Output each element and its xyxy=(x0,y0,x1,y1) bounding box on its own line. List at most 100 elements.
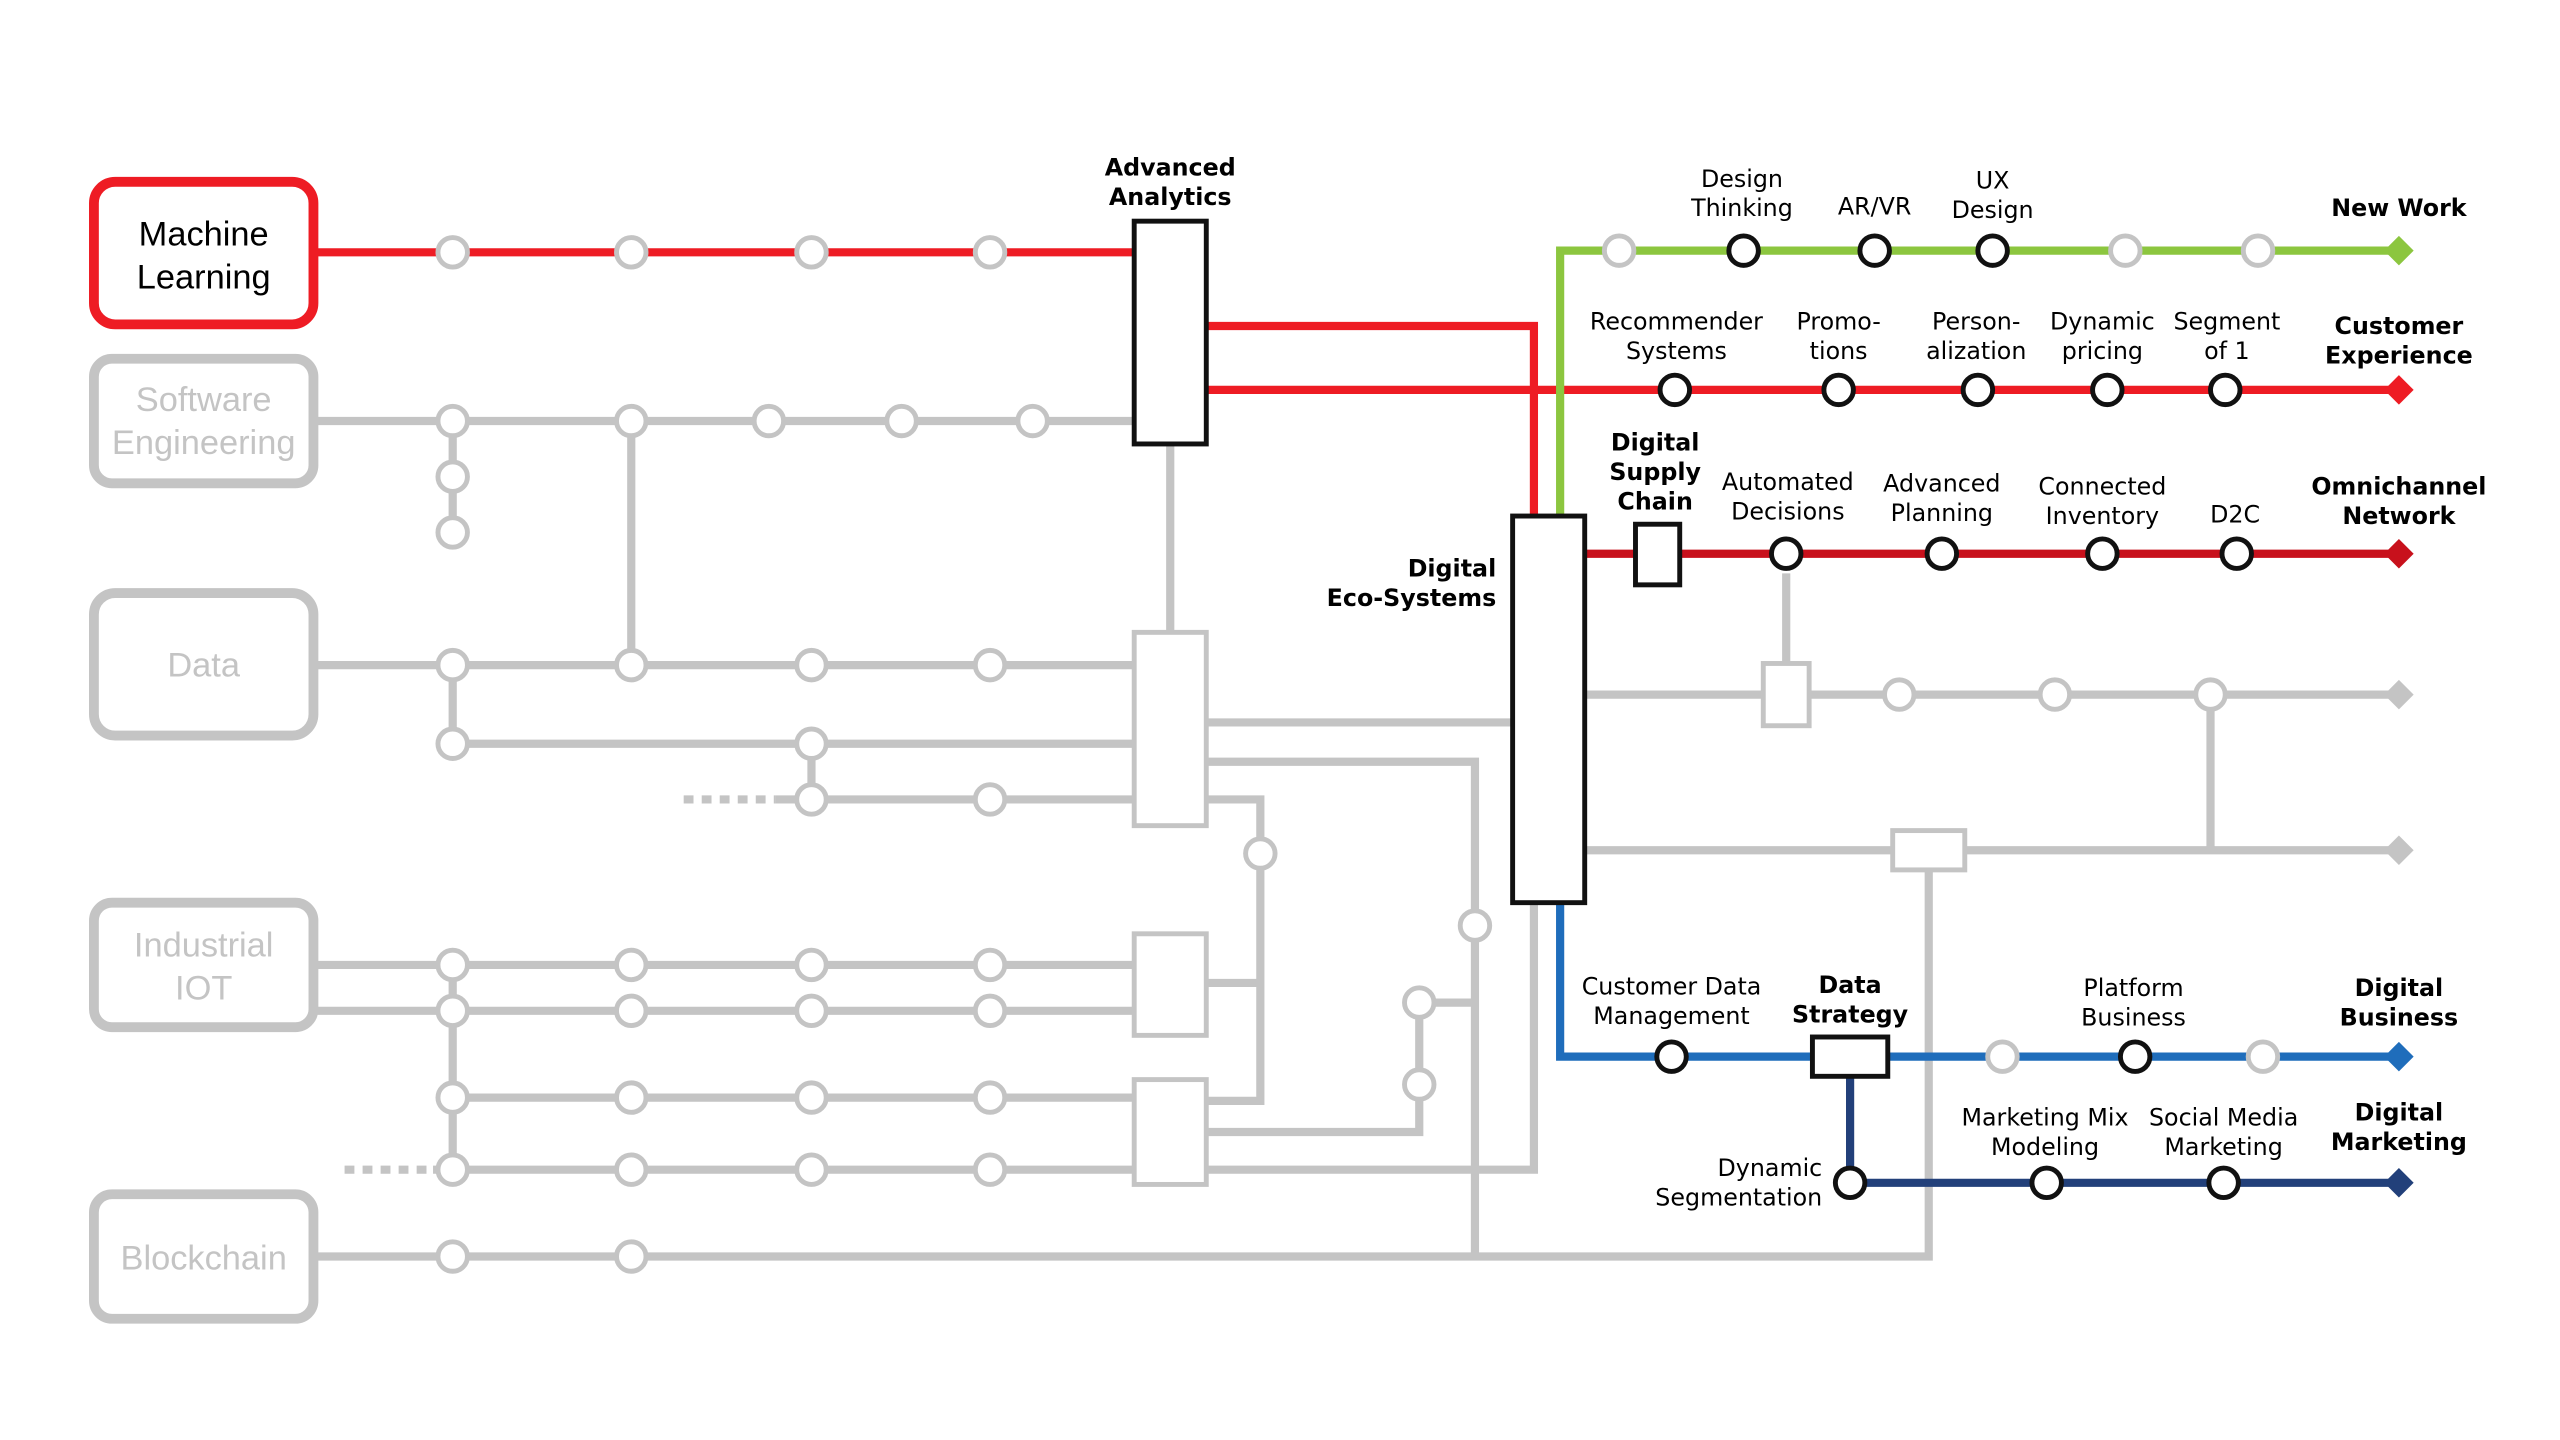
hub-label-advanced-analytics: Advanced xyxy=(1105,153,1236,181)
stop-circle xyxy=(884,403,919,439)
station-label: Connected xyxy=(2038,473,2166,501)
stop-circle xyxy=(1882,677,1917,712)
station-label: Promo- xyxy=(1796,307,1880,335)
source-label-line: Blockchain xyxy=(121,1240,287,1278)
stop-circle xyxy=(2206,1165,2241,1200)
source-box[interactable] xyxy=(89,176,319,330)
gray-track xyxy=(1206,795,1265,1105)
station-label: Inventory xyxy=(2046,502,2159,530)
line-end-gray xyxy=(2384,835,2414,865)
stop-circle xyxy=(2117,1039,2153,1074)
stop-circle xyxy=(435,1152,470,1187)
stop-circle xyxy=(435,403,470,439)
station-label: alization xyxy=(1926,337,2026,365)
station-label: D2C xyxy=(2210,501,2260,529)
gray-track xyxy=(316,868,1933,1261)
source-data[interactable]: Data xyxy=(89,588,319,741)
station-label: Automated xyxy=(1722,468,1854,496)
station-label: Segment xyxy=(2173,307,2280,335)
stop-circle xyxy=(1457,908,1493,943)
stop-circle xyxy=(2108,233,2143,268)
line-end-label-omnichannel-network: Network xyxy=(2342,502,2456,530)
active-tracks xyxy=(316,246,2399,1187)
stop-circle xyxy=(614,235,649,270)
station-label: Planning xyxy=(1891,499,1993,527)
hub-iot-lower xyxy=(1131,1077,1209,1187)
source-box[interactable] xyxy=(89,897,319,1033)
hub-gray-wide xyxy=(1890,828,1968,873)
stop-circle xyxy=(2245,1039,2281,1074)
stop-circle xyxy=(2090,372,2125,408)
stop-circle xyxy=(1857,233,1892,268)
stop-circle xyxy=(1726,233,1761,268)
hub-data xyxy=(1131,629,1209,829)
hub-label-digital-supply-chain: Supply xyxy=(1609,458,1701,486)
station-label: Decisions xyxy=(1731,497,1845,525)
stop-circle xyxy=(794,647,829,683)
source-box[interactable] xyxy=(89,353,319,489)
hub-label-advanced-analytics: Analytics xyxy=(1109,183,1232,211)
hub-label-digital-ecosystems: Digital xyxy=(1408,555,1497,583)
stop-circle xyxy=(1015,403,1050,439)
stop-circle xyxy=(972,1152,1008,1187)
line-end-label-digital-marketing: Marketing xyxy=(2331,1128,2467,1156)
stop-circle xyxy=(972,235,1008,270)
line-end-label-new-work: New Work xyxy=(2331,194,2468,222)
station-label: of 1 xyxy=(2204,337,2250,365)
stop-circle xyxy=(2193,677,2228,712)
stop-circle xyxy=(1402,1067,1437,1102)
hub-iot-upper xyxy=(1131,931,1209,1038)
source-blockchain[interactable]: Blockchain xyxy=(89,1189,319,1324)
station-label: Marketing xyxy=(2164,1133,2282,1161)
source-machine-learning[interactable]: Machine Learning xyxy=(89,176,319,330)
stop-circle xyxy=(2085,536,2120,571)
line-end-new-work xyxy=(2384,235,2414,266)
stop-circle xyxy=(2029,1165,2064,1200)
station-label: Business xyxy=(2081,1004,2186,1032)
stop-circle xyxy=(794,1152,829,1187)
stop-circle xyxy=(435,647,470,683)
stop-circle xyxy=(794,782,829,817)
stop-circle xyxy=(1960,372,1996,408)
hub-digital-ecosystems xyxy=(1510,513,1588,906)
stop-circle xyxy=(1654,1039,1689,1074)
stop-circle xyxy=(435,993,470,1028)
line-end-omnichannel-network xyxy=(2384,538,2414,569)
stop-circle xyxy=(614,1152,649,1187)
hub-label-digital-ecosystems: Eco-Systems xyxy=(1327,584,1497,612)
station-label: Recommender xyxy=(1590,307,1763,335)
source-industrial-iot[interactable]: Industrial IOT xyxy=(89,897,319,1033)
stop-circle xyxy=(2208,372,2243,408)
stop-circle xyxy=(614,993,649,1028)
stop-circle xyxy=(1975,233,2010,268)
stop-circle xyxy=(2037,677,2073,712)
stop-circle xyxy=(972,947,1008,983)
line-end-digital-business xyxy=(2384,1041,2414,1072)
stop-circle xyxy=(435,947,470,983)
stop-circle xyxy=(1924,536,1960,571)
station-label: Marketing Mix xyxy=(1962,1103,2129,1131)
stop-circle xyxy=(435,459,470,494)
source-label-line: IOT xyxy=(175,969,232,1007)
stop-circle xyxy=(972,647,1008,683)
stop-circle xyxy=(614,1080,649,1115)
stop-circle xyxy=(1832,1165,1868,1200)
source-label-line: Data xyxy=(167,647,241,685)
line-end-label-customer-experience: Experience xyxy=(2325,342,2473,370)
hub-advanced-analytics xyxy=(1131,218,1209,447)
hub-label-data-strategy: Data xyxy=(1819,971,1882,999)
source-box[interactable] xyxy=(89,1189,319,1324)
source-box[interactable] xyxy=(89,588,319,741)
gray-track xyxy=(1206,998,1475,1137)
source-label-line: Machine xyxy=(139,216,269,254)
track-to-digital-ecosystems xyxy=(1206,321,1539,517)
source-software-engineering[interactable]: Software Engineering xyxy=(89,353,319,489)
gray-track xyxy=(1206,757,1480,1257)
stop-circle xyxy=(435,515,470,550)
gray-track xyxy=(1206,902,1539,1174)
hub-digital-supply-chain xyxy=(1633,521,1683,588)
stop-circle xyxy=(1769,536,1804,571)
station-label: Customer Data xyxy=(1582,972,1762,1000)
stop-circle xyxy=(614,403,649,439)
